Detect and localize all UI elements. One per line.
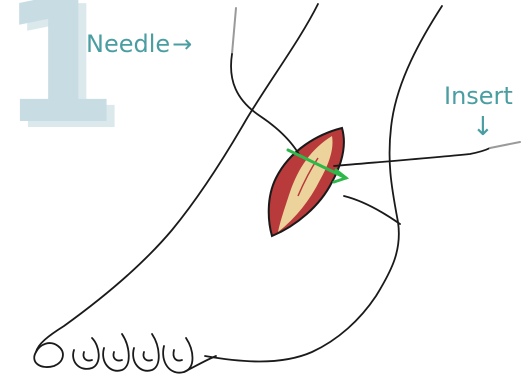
needle-label: Needle bbox=[86, 30, 170, 58]
insert-callout: Insert ↓ bbox=[444, 82, 513, 110]
ankle-curve bbox=[344, 196, 400, 224]
sole-line bbox=[184, 356, 216, 372]
right-arrow-icon: → bbox=[172, 30, 192, 58]
toe-4 bbox=[133, 334, 159, 371]
thread-from-needle bbox=[231, 54, 300, 156]
toe-2 bbox=[73, 338, 99, 369]
insert-label: Insert bbox=[444, 82, 513, 110]
needle-callout: Needle→ bbox=[86, 30, 192, 58]
down-arrow-icon: ↓ bbox=[472, 112, 494, 142]
needle-tip bbox=[232, 8, 236, 54]
thread-exit bbox=[334, 148, 490, 166]
thread-end bbox=[490, 142, 520, 148]
toe-3 bbox=[103, 334, 129, 371]
toe-5 bbox=[163, 338, 192, 373]
foot-outline bbox=[34, 4, 442, 373]
